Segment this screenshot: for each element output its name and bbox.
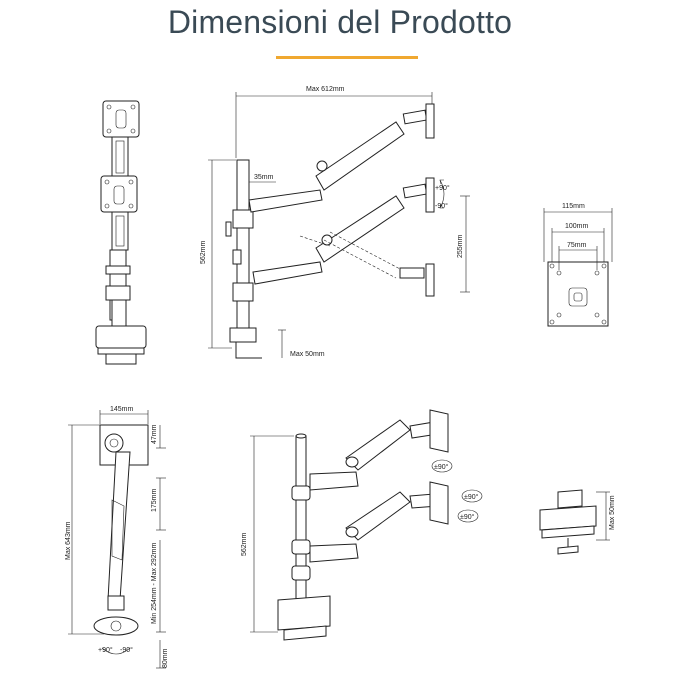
clamp-detail — [539, 489, 610, 555]
label-vesa-75: 75mm — [567, 242, 587, 249]
vesa-plate — [543, 208, 613, 327]
perspective-view — [250, 409, 483, 641]
label-vesa-115: 115mm — [562, 203, 585, 210]
label-rotate-low: ±90° — [460, 513, 475, 521]
label-swivel-plus: +90° — [98, 646, 113, 654]
label-swivel-minus: -90° — [120, 646, 133, 654]
label-offset-35: 35mm — [254, 174, 274, 181]
label-tilt-up: +90° — [435, 184, 450, 192]
label-top-47: 47mm — [151, 424, 158, 444]
label-base-80: 80mm — [162, 648, 169, 668]
title-underline — [276, 56, 418, 59]
page-title: Dimensioni del Prodotto — [167, 4, 513, 40]
label-max-width: Max 612mm — [306, 86, 345, 93]
top-view — [68, 410, 166, 669]
label-height-562-bottom: 562mm — [241, 532, 248, 556]
side-view-dimensions — [208, 92, 470, 358]
label-rotate-mid: ±90° — [464, 493, 479, 501]
label-height-562-side: 562mm — [200, 240, 207, 264]
label-height-643: Max 643mm — [65, 521, 72, 560]
label-rotate-top: ±90° — [434, 463, 449, 471]
label-clamp-50-side: Max 50mm — [290, 351, 325, 358]
label-top-145: 145mm — [110, 406, 134, 413]
label-tilt-down: -90° — [435, 202, 448, 210]
label-span-254-292: Min 254mm - Max 292mm — [151, 543, 158, 624]
label-range-255: 255mm — [457, 234, 464, 258]
label-vesa-100: 100mm — [565, 223, 589, 230]
side-view-arms — [225, 103, 445, 359]
label-span-175: 175mm — [151, 488, 158, 512]
label-clamp-50-small: Max 50mm — [609, 495, 616, 530]
front-view-stack — [95, 100, 147, 365]
